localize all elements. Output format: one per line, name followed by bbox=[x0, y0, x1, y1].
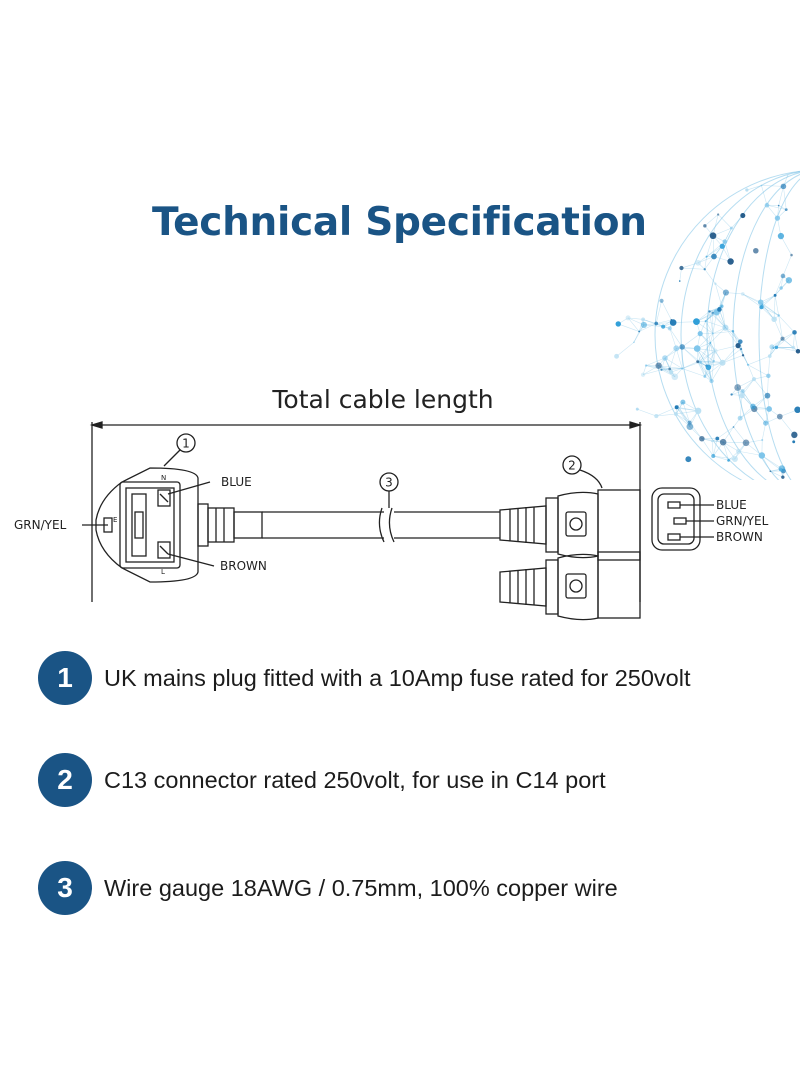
callout-2-label: 2 bbox=[568, 459, 576, 473]
callout-2 bbox=[562, 455, 582, 475]
spec-text: Wire gauge 18AWG / 0.75mm, 100% copper w… bbox=[104, 874, 618, 901]
c13-connector bbox=[499, 489, 641, 561]
uk-plug bbox=[95, 467, 263, 583]
plug-earth-label: GRN/YEL bbox=[14, 518, 67, 532]
pin-e-label: E bbox=[113, 516, 117, 524]
plug-neutral-label: BLUE bbox=[221, 475, 252, 489]
plug-live-label: BROWN bbox=[220, 559, 267, 573]
spec-text: UK mains plug fitted with a 10Amp fuse r… bbox=[104, 664, 691, 691]
length-label: Total cable length bbox=[271, 385, 493, 414]
cable-wiring-diagram: Total cable length 1 2 3 GRN/YEL BLUE BR… bbox=[14, 385, 769, 621]
callout-1 bbox=[176, 433, 196, 453]
socket-middle-label: GRN/YEL bbox=[716, 514, 769, 528]
pin-n-label: N bbox=[161, 474, 166, 482]
number-badge: 3 bbox=[38, 861, 92, 915]
c13-connector-secondary bbox=[499, 551, 641, 621]
globe-network-icon bbox=[614, 170, 800, 480]
spec-item-connector: 2 C13 connector rated 250volt, for use i… bbox=[38, 752, 788, 808]
spec-text: C13 connector rated 250volt, for use in … bbox=[104, 766, 606, 793]
socket-top-label: BLUE bbox=[716, 498, 747, 512]
spec-item-plug: 1 UK mains plug fitted with a 10Amp fuse… bbox=[38, 650, 788, 706]
cable bbox=[262, 507, 500, 543]
number-badge: 1 bbox=[38, 651, 92, 705]
pin-l-label: L bbox=[161, 568, 165, 576]
number-badge: 2 bbox=[38, 753, 92, 807]
callout-1-label: 1 bbox=[182, 437, 190, 451]
dimension-arrows bbox=[89, 421, 643, 429]
socket-bottom-label: BROWN bbox=[716, 530, 763, 544]
callout-3-label: 3 bbox=[385, 476, 393, 490]
socket-face-view bbox=[651, 487, 714, 551]
page-title: Technical Specification bbox=[152, 200, 647, 245]
spec-item-wire: 3 Wire gauge 18AWG / 0.75mm, 100% copper… bbox=[38, 860, 788, 916]
